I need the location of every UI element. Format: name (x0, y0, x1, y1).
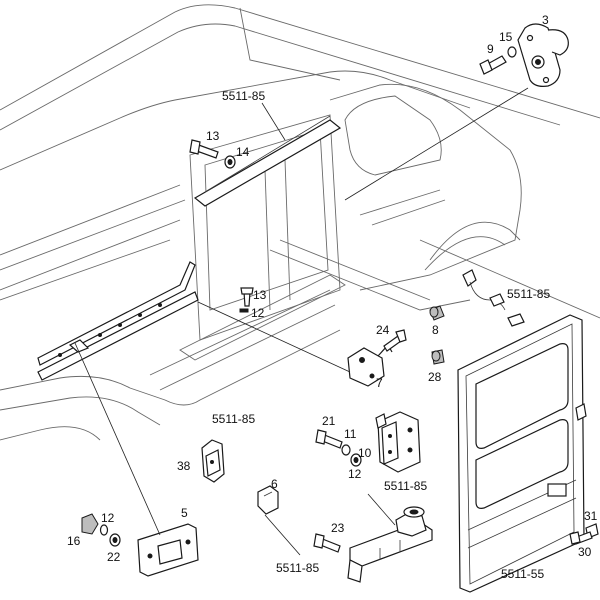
label-ref-hinge: 5511-85 (384, 479, 427, 493)
part-8-pin (429, 305, 445, 321)
label-part-23: 23 (331, 521, 345, 535)
label-part-9: 9 (487, 42, 494, 56)
label-part-28: 28 (428, 370, 442, 384)
part-9-bolt (479, 55, 507, 75)
label-part-22: 22 (107, 550, 121, 564)
part-12-nut-lower (350, 453, 362, 467)
label-part-8: 8 (432, 323, 439, 337)
part-24-bolt (383, 329, 407, 352)
lock-cable-assembly (462, 269, 525, 327)
label-part-11: 11 (344, 427, 357, 441)
part-13-bolt-top (189, 139, 219, 159)
label-part-12-lower: 12 (348, 467, 362, 481)
part-13-bolt-mid (240, 287, 254, 307)
part-23-bolt (313, 533, 341, 553)
label-part-31: 31 (584, 509, 598, 523)
label-part-14: 14 (236, 145, 250, 159)
label-part-10: 10 (358, 446, 372, 460)
label-part-38: 38 (177, 459, 191, 473)
rear-door-panel (457, 314, 587, 593)
part-10-hinge (375, 411, 421, 473)
label-part-13-top: 13 (206, 129, 220, 143)
label-ref-right-upper: 5511-85 (507, 287, 550, 301)
label-ref-sill: 5511-85 (212, 412, 255, 426)
part-12-nut-mid (239, 308, 249, 313)
part-5-lower-guide (74, 342, 199, 577)
lower-hinge-bracket (264, 493, 433, 583)
part-15-washer (507, 46, 517, 58)
label-part-24: 24 (376, 323, 390, 337)
part-30-bolt (569, 531, 593, 545)
label-ref-bottom: 5511-85 (276, 561, 319, 575)
label-part-13-mid: 13 (253, 288, 267, 302)
label-part-15: 15 (499, 30, 513, 44)
label-part-5: 5 (181, 506, 188, 520)
label-part-30: 30 (578, 545, 592, 559)
label-part-16: 16 (67, 534, 81, 548)
label-part-6: 6 (271, 477, 278, 491)
part-3-upper-bracket (344, 23, 569, 201)
label-part-7: 7 (376, 376, 383, 390)
part-22-washer (109, 533, 121, 547)
label-part-21: 21 (322, 414, 336, 428)
lower-side-rail (37, 261, 199, 381)
part-14-washer (224, 155, 236, 169)
part-21-bolt (315, 429, 343, 449)
part-6-clip (257, 485, 279, 515)
part-16-nut (81, 513, 99, 535)
part-11-washer (341, 444, 351, 456)
label-part-3: 3 (542, 13, 549, 27)
part-28-pin (431, 349, 445, 365)
label-ref-top: 5511-85 (222, 89, 265, 103)
label-part-12-bottom: 12 (101, 511, 115, 525)
part-12-washer-bottom (99, 524, 109, 536)
label-ref-door: 5511-55 (501, 567, 544, 581)
part-38-bracket (201, 439, 225, 483)
label-part-12-mid: 12 (251, 306, 265, 320)
upper-slide-rail (193, 102, 342, 207)
van-body-outline (0, 4, 600, 441)
